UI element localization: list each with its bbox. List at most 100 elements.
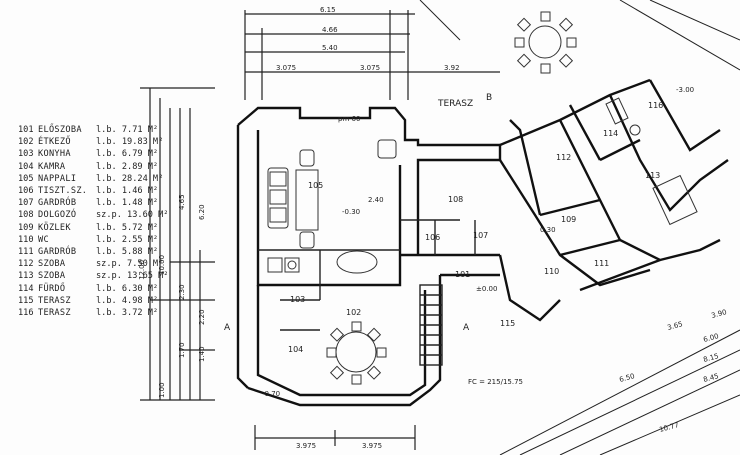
dim-left-5: 2.30	[178, 284, 186, 300]
room-label-107: 107	[473, 231, 488, 240]
room-schedule-row: 110 WC l.b. 2.55 M²	[18, 234, 168, 246]
dim-left-1: 4.65	[178, 194, 186, 210]
room-name: TISZT.SZ.	[38, 186, 88, 197]
room-label-112: 112	[556, 153, 571, 162]
room-label-104: 104	[288, 345, 303, 354]
room-label-105: 105	[308, 181, 323, 190]
room-num: 111	[18, 247, 34, 258]
bed-icon	[652, 174, 698, 226]
dim-right-7: 6.50	[618, 372, 635, 384]
room-area: l.b. 2.89 M²	[96, 161, 159, 172]
room-num: 113	[18, 271, 34, 282]
room-name: NAPPALI	[38, 173, 77, 184]
room-label-113: 113	[645, 171, 660, 180]
room-area: l.b. 19.83 M²	[96, 137, 164, 148]
bathtub-icon	[605, 97, 629, 125]
room-num: 107	[18, 198, 34, 209]
room-num: 108	[18, 210, 34, 221]
dim-right-6: 10.77	[658, 421, 679, 434]
room-label-115: 115	[500, 319, 515, 328]
dim-right-5: 8.45	[702, 372, 719, 384]
room-name: TERASZ	[38, 308, 71, 319]
round-table-icon	[336, 250, 378, 274]
room-name: DOLGOZÓ	[38, 210, 77, 221]
room-num: 110	[18, 234, 34, 245]
room-num: 104	[18, 161, 34, 172]
room-area: l.b. 2.55 M²	[96, 234, 159, 245]
room-area: sz.p. 7.50 M²	[96, 259, 164, 270]
building-outline	[236, 78, 729, 407]
dim-right-2: 3.90	[710, 308, 727, 320]
room-name: ÉTKEZŐ	[38, 137, 71, 148]
furniture	[267, 11, 698, 385]
dim-right-3: 6.00	[702, 332, 719, 344]
room-label-116: 116	[648, 101, 663, 110]
room-name: GARDRÓB	[38, 198, 77, 209]
room-schedule-row: 113 SZOBA sz.p. 13.65 M²	[18, 270, 168, 282]
room-num: 109	[18, 222, 34, 233]
room-num: 105	[18, 173, 34, 184]
room-name: WC	[38, 234, 49, 245]
dim-top-3: 5.40	[322, 44, 338, 52]
room-area: l.b. 5.88 M²	[96, 247, 159, 258]
room-num: 112	[18, 259, 34, 270]
room-area: l.b. 28.24 M²	[96, 173, 164, 184]
room-name: GARDRÓB	[38, 247, 77, 258]
room-label-101: 101	[455, 270, 470, 279]
stair-note: 2.40	[368, 196, 384, 204]
room-area: l.b. 7.71 M²	[96, 125, 159, 135]
site-lines	[419, 0, 740, 455]
room-label-110: 110	[544, 267, 559, 276]
room-num: 115	[18, 295, 34, 306]
level-terrace: -3.00	[676, 86, 694, 94]
room-name: KONYHA	[38, 149, 71, 160]
room-schedule-row: 105 NAPPALI l.b. 28.24 M²	[18, 173, 168, 185]
level-108: 0.30	[540, 226, 556, 234]
dim-bottom-1: 3.975	[296, 442, 316, 450]
room-area: sz.p. 13.65 M²	[96, 271, 169, 282]
fc-note: FC = 215/15.75	[468, 378, 523, 386]
annotations: TERASZ B A A -0.30 0.30 ±0.00 -3.00 -0.7…	[224, 86, 694, 398]
pm-note: pm 60	[338, 115, 360, 123]
dim-top-1: 6.15	[320, 6, 336, 14]
room-area: l.b. 3.72 M²	[96, 308, 159, 319]
room-schedule-row: 112 SZOBA sz.p. 7.50 M²	[18, 258, 168, 270]
dining-table-icon	[335, 331, 377, 373]
room-name: SZOBA	[38, 271, 66, 282]
room-area: sz.p. 13.60 M²	[96, 210, 169, 221]
terrace-table-icon	[528, 25, 562, 59]
room-name: TERASZ	[38, 295, 71, 306]
room-num: 114	[18, 283, 34, 294]
room-label-106: 106	[425, 233, 440, 242]
section-marker-a-left: A	[224, 323, 231, 333]
room-label-103: 103	[290, 295, 305, 304]
room-name: SZOBA	[38, 259, 66, 270]
room-name: ELŐSZOBA	[38, 125, 82, 135]
dim-left-3: 10.00	[158, 255, 166, 275]
room-schedule-row: 108 DOLGOZÓ sz.p. 13.60 M²	[18, 209, 168, 221]
dim-right-1: 3.65	[666, 320, 683, 332]
dim-bottom-2: 3.975	[362, 442, 382, 450]
room-name: KÖZLEK	[38, 222, 71, 233]
room-area: l.b. 1.48 M²	[96, 198, 159, 209]
level-bottom: -0.70	[262, 390, 280, 398]
dim-left-6: 2.20	[198, 309, 206, 325]
dim-left-8: 1.40	[198, 346, 206, 362]
armchair-icon	[299, 149, 315, 167]
level-105: -0.30	[342, 208, 360, 216]
room-label-108: 108	[448, 195, 463, 204]
terrace-label: TERASZ	[437, 99, 473, 109]
dim-right-4: 8.15	[702, 352, 719, 364]
room-label-102: 102	[346, 308, 361, 317]
room-label-114: 114	[603, 129, 618, 138]
room-area: l.b. 5.72 M²	[96, 222, 159, 233]
